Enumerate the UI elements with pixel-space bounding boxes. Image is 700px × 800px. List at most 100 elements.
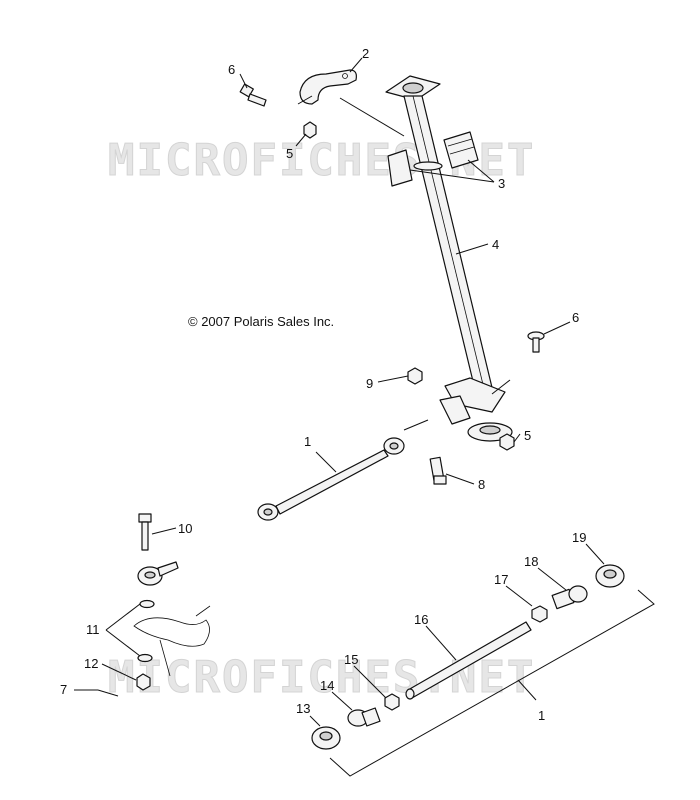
bolt-part-8 xyxy=(429,456,447,485)
bolt-shank xyxy=(247,93,267,107)
rod-end-eye-hole xyxy=(144,571,156,579)
leader-5b xyxy=(513,433,521,443)
clamp-hole xyxy=(342,73,348,79)
callout-6-right: 6 xyxy=(572,310,579,325)
bolt-part-6-top xyxy=(239,83,267,107)
nut-part-15 xyxy=(384,693,400,711)
leader-lines xyxy=(74,57,605,727)
leader-3a xyxy=(409,169,495,183)
leader-13 xyxy=(309,715,321,727)
callout-18: 18 xyxy=(524,554,538,569)
bushing-rib xyxy=(447,138,473,147)
bolt-part-10 xyxy=(138,513,152,551)
callout-1-lower: 1 xyxy=(538,708,545,723)
nut-part-9 xyxy=(407,367,423,385)
leader-2 xyxy=(349,57,363,73)
clamp-part-2 xyxy=(299,69,357,105)
nut-part-17 xyxy=(531,605,548,623)
nut-part-5-top xyxy=(303,121,317,139)
rod-end-19-hole xyxy=(603,569,617,579)
callout-14: 14 xyxy=(320,678,334,693)
leader-clamp xyxy=(297,95,313,105)
column-collar xyxy=(413,161,443,171)
column-shaft-highlight xyxy=(412,95,488,402)
leader-2b xyxy=(339,97,405,137)
callout-17: 17 xyxy=(494,572,508,587)
callout-7: 7 xyxy=(60,682,67,697)
callout-9: 9 xyxy=(366,376,373,391)
callout-11: 11 xyxy=(86,622,100,637)
callout-labels: 6 2 5 3 4 6 9 5 1 8 10 11 12 7 13 14 15 … xyxy=(60,46,586,723)
bushing-right xyxy=(443,131,479,169)
leader-1a xyxy=(315,451,337,473)
washer-part-11-upper xyxy=(139,599,155,609)
leader-18 xyxy=(537,567,567,591)
bushing-left xyxy=(387,149,413,187)
leader-1a-b xyxy=(403,419,429,431)
callout-13: 13 xyxy=(296,701,310,716)
leader-11b xyxy=(105,629,141,657)
clamp-body xyxy=(299,69,357,105)
bolt-head xyxy=(138,513,152,523)
callout-19: 19 xyxy=(572,530,586,545)
leader-8 xyxy=(445,473,475,485)
callout-2: 2 xyxy=(362,46,369,61)
callout-12: 12 xyxy=(84,656,98,671)
nut-part-12 xyxy=(136,673,151,691)
rod-shaft xyxy=(275,449,389,515)
leader-15 xyxy=(353,665,387,699)
rod-end-right-hole xyxy=(389,442,399,450)
leader-11a xyxy=(105,603,141,631)
assembly-bracket-line xyxy=(329,589,655,777)
callout-1-upper: 1 xyxy=(304,434,311,449)
steering-column-part-4 xyxy=(385,75,513,442)
rod-end-link xyxy=(137,561,179,586)
callout-3: 3 xyxy=(498,176,505,191)
bushings-part-3 xyxy=(387,131,479,187)
tie-rod-upper-part-1 xyxy=(257,437,405,521)
callout-5-top: 5 xyxy=(286,146,293,161)
leader-14 xyxy=(331,691,353,711)
callout-6-top: 6 xyxy=(228,62,235,77)
leader-19 xyxy=(585,543,605,565)
callout-15: 15 xyxy=(344,652,358,667)
leader-4 xyxy=(455,243,489,255)
callout-10: 10 xyxy=(178,521,192,536)
leader-17 xyxy=(505,585,533,607)
callout-4: 4 xyxy=(492,237,499,252)
leader-1b xyxy=(517,679,537,701)
bolt-head xyxy=(433,475,447,485)
leader-12 xyxy=(101,663,137,681)
rod-end-stub xyxy=(157,561,179,577)
callout-8: 8 xyxy=(478,477,485,492)
leader-6b xyxy=(543,321,571,335)
cotter-pin-part-7 xyxy=(97,689,119,697)
bolt-shank xyxy=(532,337,540,353)
leader-3b xyxy=(467,159,495,183)
leader-16 xyxy=(425,625,457,661)
callout-5-lower: 5 xyxy=(524,428,531,443)
copyright-text: © 2007 Polaris Sales Inc. xyxy=(188,314,334,329)
rod-end-left-hole xyxy=(263,508,273,516)
leader-column-base xyxy=(491,379,511,395)
pitman-arm-outline xyxy=(133,617,210,647)
shaft-end-left xyxy=(405,688,415,700)
leader-9 xyxy=(377,375,409,383)
pitman-arm-detail xyxy=(159,605,211,677)
jam-part-14-body xyxy=(361,707,381,727)
leader-6a xyxy=(239,73,248,89)
tie-rod-lower-assembly xyxy=(311,564,625,750)
bolt-shank xyxy=(141,521,149,551)
column-base-bore xyxy=(479,425,501,435)
callout-16: 16 xyxy=(414,612,428,627)
washer-part-11-lower xyxy=(137,653,153,663)
rod-end-13-hole xyxy=(319,731,333,741)
jam-part-18 xyxy=(568,585,588,603)
bushing-rib xyxy=(449,146,475,155)
leader-5a xyxy=(295,133,307,147)
column-bracket-ear xyxy=(439,395,471,425)
nut-part-5-lower xyxy=(499,433,515,451)
bolt-part-6-right xyxy=(527,331,545,353)
